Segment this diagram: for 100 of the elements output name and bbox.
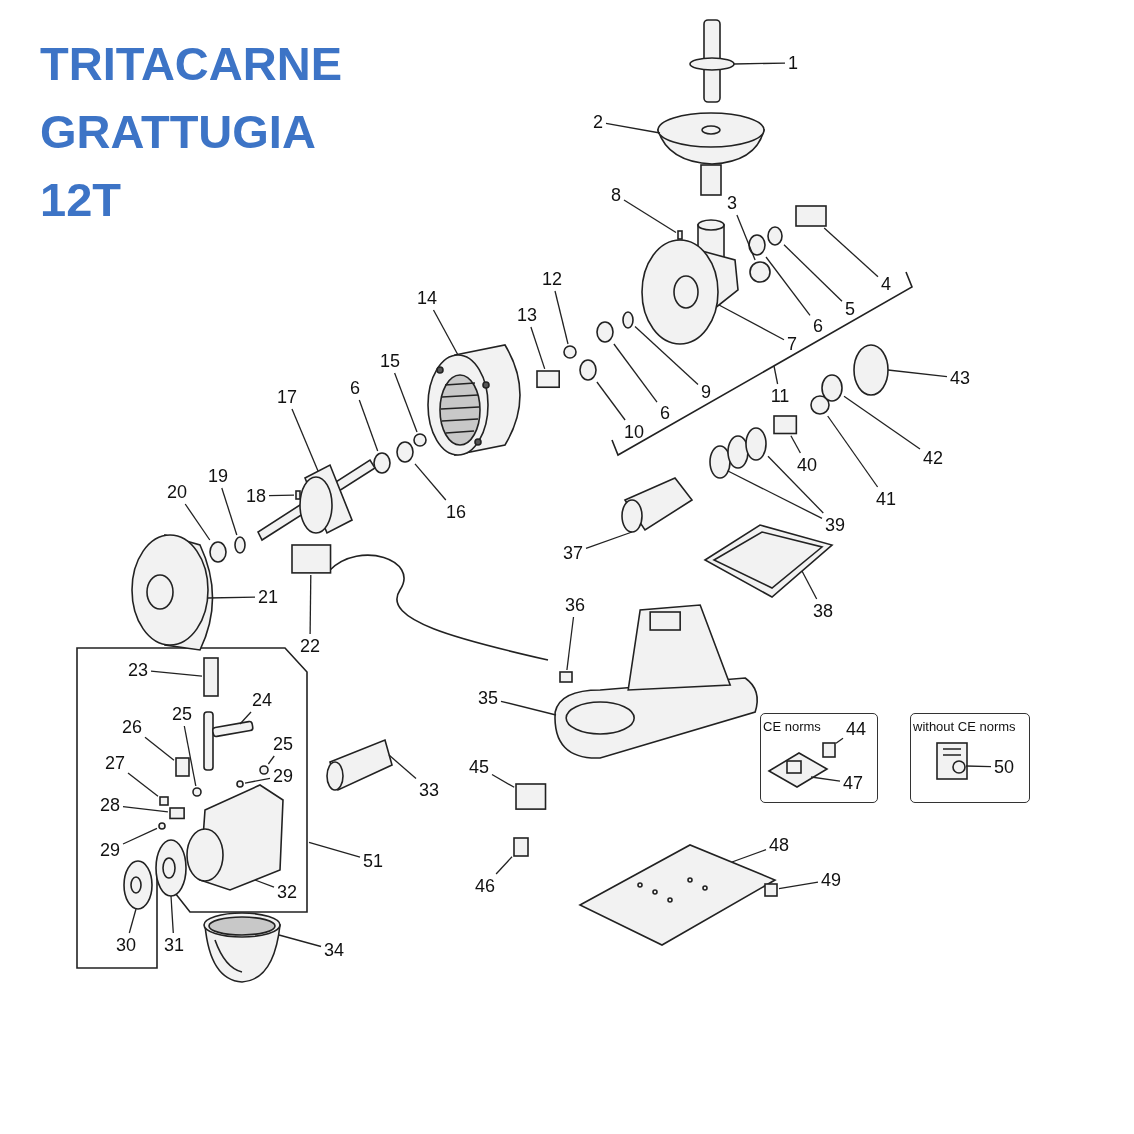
callout-number: 20 (167, 483, 187, 501)
grinder-body-drawing (640, 218, 740, 346)
callout-number: 15 (380, 352, 400, 370)
callout-number: 11 (770, 387, 790, 405)
leader-line (144, 736, 175, 761)
callout-number: 51 (363, 852, 383, 870)
worm-drawing (708, 434, 750, 480)
leader-line (122, 827, 158, 845)
leader-line (887, 369, 948, 378)
panel-heading: CE norms (763, 719, 821, 734)
callout-number: 47 (843, 774, 863, 792)
callout-number: 12 (542, 270, 562, 288)
callout-number: 43 (950, 369, 970, 387)
washer-drawing (578, 358, 598, 382)
callout-number: 6 (813, 317, 823, 335)
disc-drawing (154, 838, 188, 898)
callout-number: 9 (701, 383, 711, 401)
callout-number: 48 (769, 836, 789, 854)
callout-number: 5 (845, 300, 855, 318)
leader-line (128, 908, 137, 934)
disc-drawing (122, 859, 154, 911)
leader-line (184, 503, 211, 541)
leader-line (414, 463, 447, 501)
callout-number: 14 (417, 289, 437, 307)
leader-line (432, 309, 459, 356)
callout-number: 34 (324, 941, 344, 959)
leader-line (309, 574, 312, 635)
leader-line (810, 776, 841, 782)
leader-line (393, 372, 418, 433)
leader-line (767, 455, 824, 514)
washer-drawing (766, 225, 784, 247)
leader-line (596, 381, 626, 421)
knob-drawing (748, 260, 772, 284)
pusher-drawing (688, 18, 736, 104)
option-panel (910, 713, 1030, 803)
callout-number: 33 (419, 781, 439, 799)
leader-line (358, 399, 379, 452)
leader-line (827, 415, 879, 488)
leader-line (278, 934, 322, 948)
handle-drawing (202, 656, 220, 698)
leader-line (127, 772, 159, 797)
pin-drawing (534, 368, 562, 390)
leader-line (239, 711, 252, 725)
leader-line (613, 343, 658, 403)
leader-line (530, 326, 546, 370)
nut-drawing (412, 432, 428, 448)
lever-drawing (202, 710, 256, 772)
callout-number: 40 (797, 456, 817, 474)
leader-line (790, 435, 802, 454)
leader-line (267, 755, 275, 765)
ball-drawing (235, 779, 245, 789)
leader-line (207, 596, 256, 599)
callout-number: 37 (563, 544, 583, 562)
washer-drawing (747, 233, 767, 257)
leader-line (773, 365, 779, 385)
leader-line (733, 62, 786, 65)
key-drawing (294, 489, 302, 501)
callout-number: 17 (277, 388, 297, 406)
leader-line (308, 841, 361, 858)
leader-line (122, 805, 169, 813)
foot-drawing (763, 882, 779, 898)
bowl-drawing (202, 911, 282, 984)
callout-number: 4 (881, 275, 891, 293)
callout-number: 23 (128, 661, 148, 679)
callout-number: 6 (660, 404, 670, 422)
callout-number: 31 (164, 936, 184, 954)
ring-drawing (258, 764, 270, 776)
callout-number: 21 (258, 588, 278, 606)
callout-number: 2 (593, 113, 603, 131)
callout-number: 39 (825, 516, 845, 534)
callout-number: 35 (478, 689, 498, 707)
leader-line (727, 470, 823, 520)
ring-drawing (191, 786, 203, 798)
callout-number: 44 (846, 720, 866, 738)
leader-line (843, 395, 921, 450)
callout-number: 29 (100, 841, 120, 859)
callout-number: 29 (273, 767, 293, 785)
pin-drawing (676, 229, 684, 241)
spring-drawing (167, 805, 187, 821)
callout-number: 28 (100, 796, 120, 814)
leader-line (254, 879, 275, 888)
callout-number: 13 (517, 306, 537, 324)
switch-drawing (935, 741, 969, 781)
washer-drawing (372, 451, 392, 475)
callout-number: 22 (300, 637, 320, 655)
callout-number: 32 (277, 883, 297, 901)
leader-line (291, 408, 319, 472)
leader-line (765, 256, 811, 317)
leader-line (150, 670, 203, 677)
washer-drawing (595, 320, 615, 344)
callout-number: 1 (788, 54, 798, 72)
leader-line (736, 214, 756, 261)
callout-number: 38 (813, 602, 833, 620)
ring-drawing (233, 535, 247, 555)
plate-drawing (174, 756, 191, 778)
bracket-line (610, 270, 914, 457)
leader-line (605, 122, 661, 134)
callout-number: 16 (446, 503, 466, 521)
motor-stator-drawing (426, 343, 522, 457)
leader-line (965, 765, 992, 768)
